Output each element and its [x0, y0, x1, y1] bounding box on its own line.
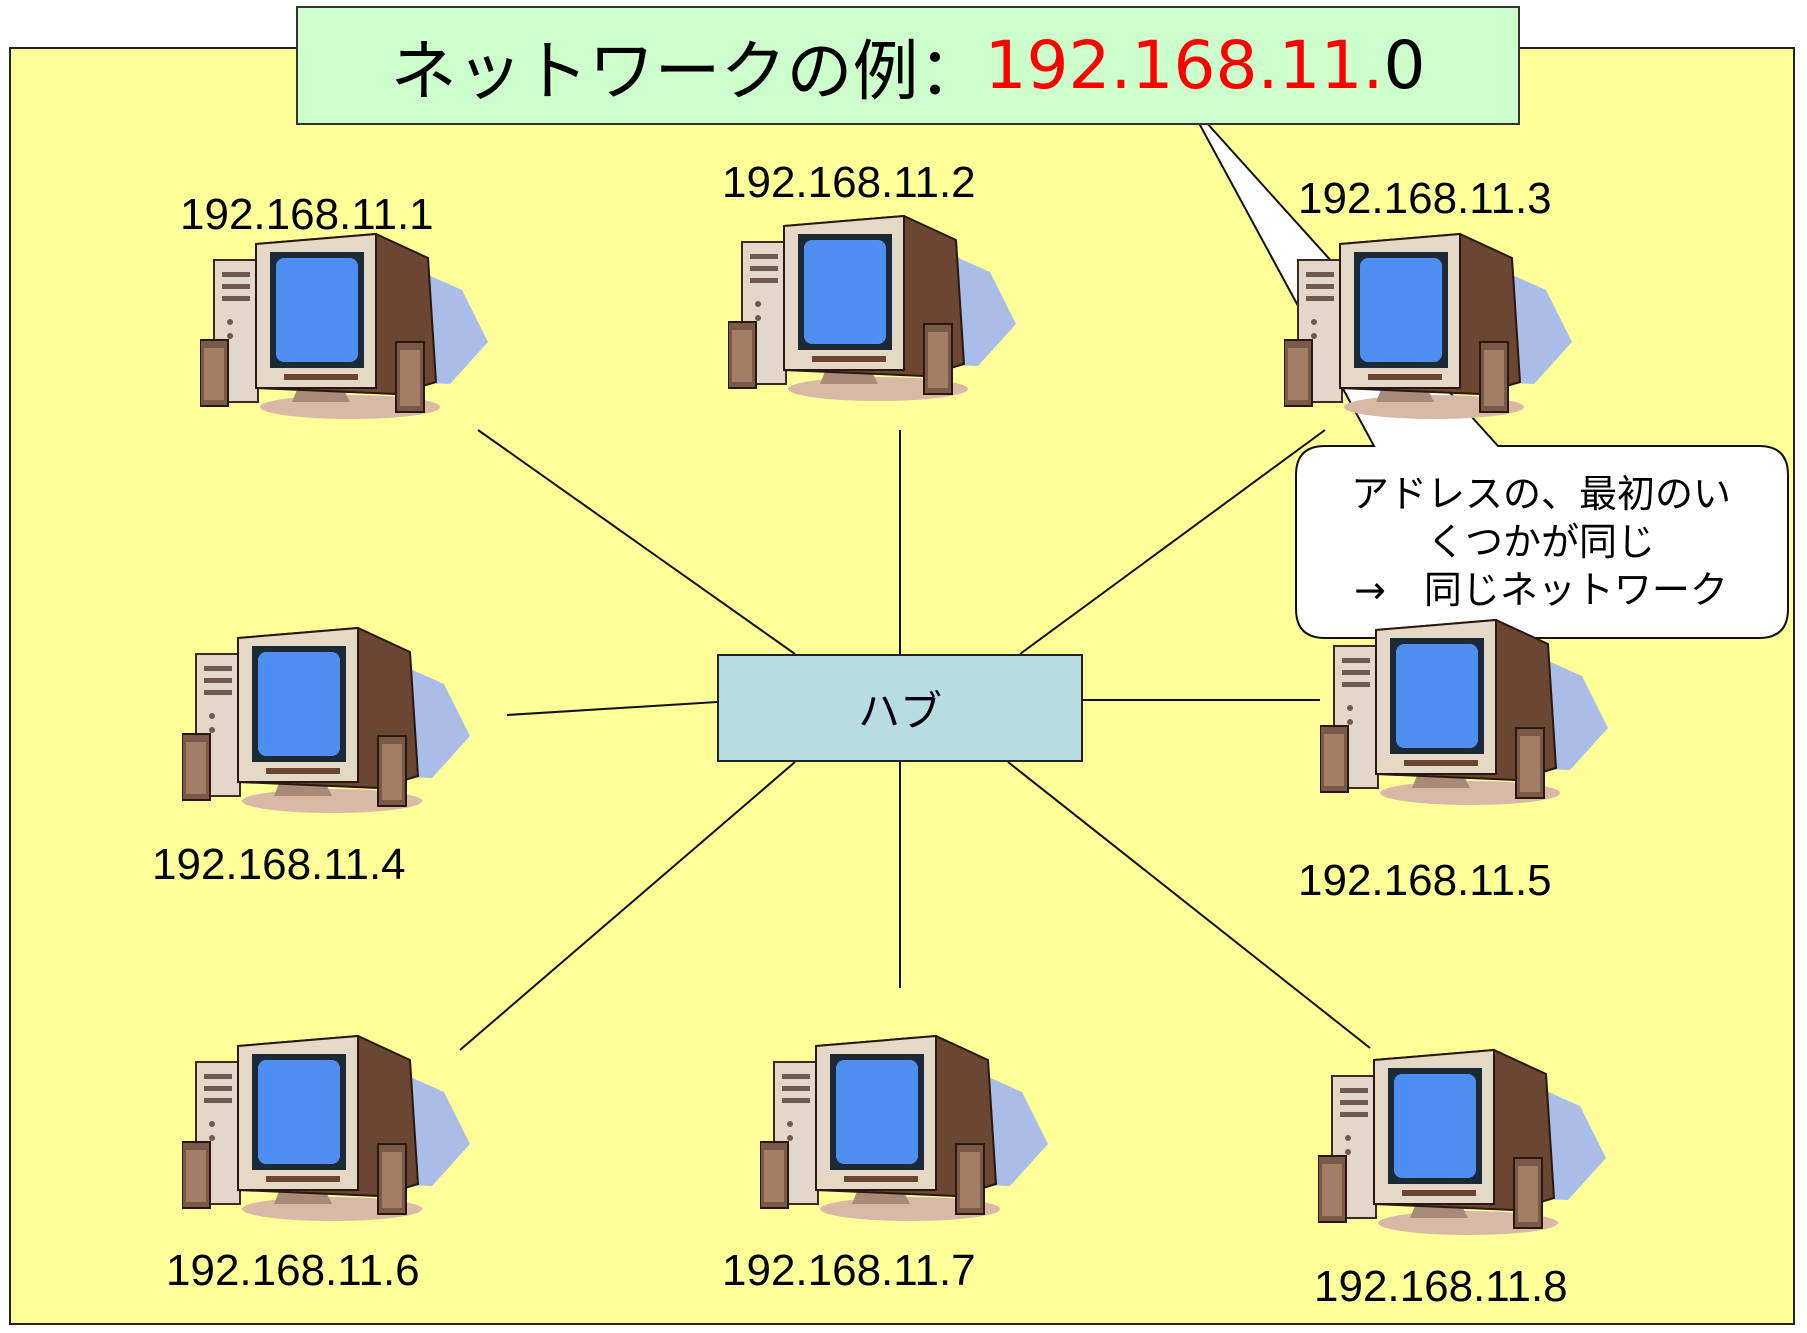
- ip-label: 192.168.11.4: [152, 840, 406, 889]
- title-host-part: 0: [1383, 27, 1426, 104]
- hub-label: ハブ: [857, 686, 942, 736]
- callout-text: アドレスの、最初のい くつかが同じ → 同じネットワーク: [1296, 470, 1786, 614]
- link-pc3: [1019, 429, 1326, 655]
- link-pc6: [459, 761, 796, 1051]
- callout-line-2: くつかが同じ: [1426, 520, 1655, 564]
- ip-label: 192.168.11.6: [166, 1246, 420, 1295]
- computer-icon: [199, 232, 490, 422]
- link-pc1: [477, 429, 796, 655]
- callout-shape: [1186, 100, 1789, 639]
- desktop-computer-icon: [1319, 618, 1608, 805]
- computer-icon: [1283, 232, 1574, 422]
- computer-icon: [1317, 1048, 1608, 1238]
- desktop-computer-icon: [1283, 232, 1572, 419]
- link-pc8: [1007, 761, 1371, 1049]
- desktop-computer-icon: [1317, 1048, 1606, 1235]
- desktop-computer-icon: [759, 1034, 1048, 1221]
- computer-icon: [181, 1034, 472, 1224]
- ip-label: 192.168.11.3: [1298, 174, 1552, 223]
- title-network-part: 192.168.11.: [984, 27, 1384, 104]
- ip-label: 192.168.11.1: [180, 190, 434, 239]
- desktop-computer-icon: [181, 1034, 470, 1221]
- callout-line-3: → 同じネットワーク: [1354, 568, 1728, 612]
- ip-label: 192.168.11.7: [722, 1246, 976, 1295]
- title-box: ネットワークの例：192.168.11.0: [296, 6, 1520, 125]
- callout-line-1: アドレスの、最初のい: [1350, 472, 1731, 516]
- computer-icon: [759, 1034, 1050, 1224]
- title-prefix: ネットワークの例：: [390, 32, 985, 110]
- desktop-computer-icon: [181, 626, 470, 813]
- ip-label: 192.168.11.8: [1314, 1262, 1568, 1311]
- hub-box: ハブ: [717, 654, 1083, 762]
- computer-icon: [181, 626, 472, 816]
- desktop-computer-icon: [199, 232, 488, 419]
- desktop-computer-icon: [727, 214, 1016, 401]
- link-pc4: [506, 701, 718, 716]
- computer-icon: [1319, 618, 1610, 808]
- ip-label: 192.168.11.2: [722, 158, 976, 207]
- computer-icon: [727, 214, 1018, 404]
- ip-label: 192.168.11.5: [1298, 856, 1552, 905]
